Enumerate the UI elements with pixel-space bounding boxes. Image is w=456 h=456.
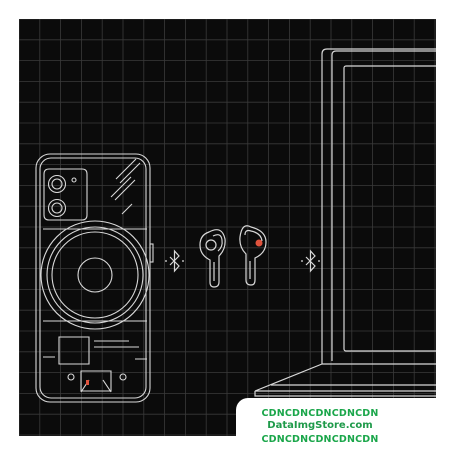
background-grid xyxy=(19,19,436,436)
watermark-site: DataImgStore.com xyxy=(267,420,373,431)
bluetooth-icon xyxy=(301,249,320,273)
phone-accent xyxy=(86,380,89,385)
watermark-line-3: CDNCDNCDNCDNCDN xyxy=(261,434,379,445)
bluetooth-icon xyxy=(165,249,184,273)
phone-outline xyxy=(35,153,154,403)
phone-led xyxy=(86,380,89,385)
watermark-line-1: CDNCDNCDNCDNCDN xyxy=(261,408,379,419)
earbud-led xyxy=(255,239,263,247)
blueprint-drawing xyxy=(19,19,436,436)
earbud-right xyxy=(239,225,267,286)
earbud-left xyxy=(199,229,226,288)
watermark-badge: CDNCDNCDNCDNCDN DataImgStore.com CDNCDNC… xyxy=(236,398,444,448)
laptop-outline xyxy=(254,48,436,397)
product-illustration xyxy=(19,19,436,436)
